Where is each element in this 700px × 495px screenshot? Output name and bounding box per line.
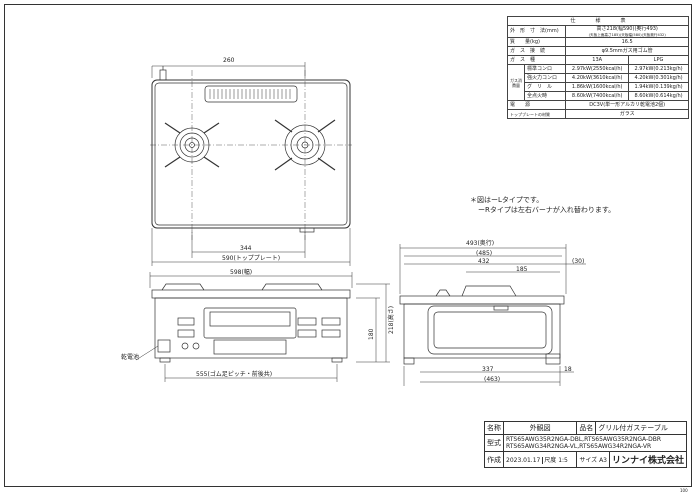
notes: ＊図はーLタイプです。 ーRタイプは左右バーナが入れ替わります。 bbox=[470, 196, 616, 214]
side-view bbox=[399, 285, 565, 365]
grill-door bbox=[203, 307, 297, 339]
grill-exhaust-vent bbox=[204, 85, 298, 103]
gas-inlet bbox=[159, 69, 167, 81]
dim-260: 260 bbox=[223, 57, 235, 64]
drawing-sheet bbox=[4, 4, 692, 487]
title-block: 名称 外観図 品名 グリル付ガステーブル 型式 RTS65AWG35R2NGA-… bbox=[484, 421, 688, 468]
dim-185: 185 bbox=[516, 266, 528, 273]
dim-590: 590(トッププレート) bbox=[222, 255, 281, 262]
left-control-panel bbox=[177, 317, 195, 326]
page-code: 100 bbox=[680, 488, 688, 493]
dim-555: 555(ゴム足ピッチ・前後共) bbox=[196, 371, 273, 378]
top-view-dimensions bbox=[151, 62, 351, 266]
dim-493: 493(奥行) bbox=[466, 240, 495, 247]
top-view bbox=[150, 66, 352, 240]
dim-180: 180 bbox=[368, 328, 375, 340]
dim-344: 344 bbox=[240, 245, 252, 252]
dim-432: 432 bbox=[478, 258, 490, 265]
dim-337: 337 bbox=[482, 366, 494, 373]
dim-463: (463) bbox=[484, 376, 501, 383]
dim-485: (485) bbox=[476, 250, 493, 257]
dim-598: 598(幅) bbox=[230, 269, 253, 276]
right-control-panel bbox=[297, 317, 317, 326]
dim-30: (30) bbox=[572, 258, 585, 265]
spec-table: 仕 様 表 外 形 寸 法(mm) 高さ218(幅590)(奥行493) (天板… bbox=[506, 16, 689, 119]
front-view bbox=[151, 283, 351, 363]
battery-box bbox=[157, 339, 171, 353]
battery-label: 乾電池 bbox=[121, 354, 140, 361]
company-name: リンナイ株式会社 bbox=[608, 451, 688, 468]
side-view-dimensions bbox=[399, 244, 586, 386]
dim-218: 218(高さ) bbox=[388, 305, 395, 334]
front-top-plate bbox=[151, 289, 351, 299]
front-view-dimensions bbox=[135, 272, 390, 382]
dim-18: 18 bbox=[564, 366, 572, 373]
front-tab bbox=[299, 227, 315, 233]
side-trivet bbox=[461, 285, 517, 297]
